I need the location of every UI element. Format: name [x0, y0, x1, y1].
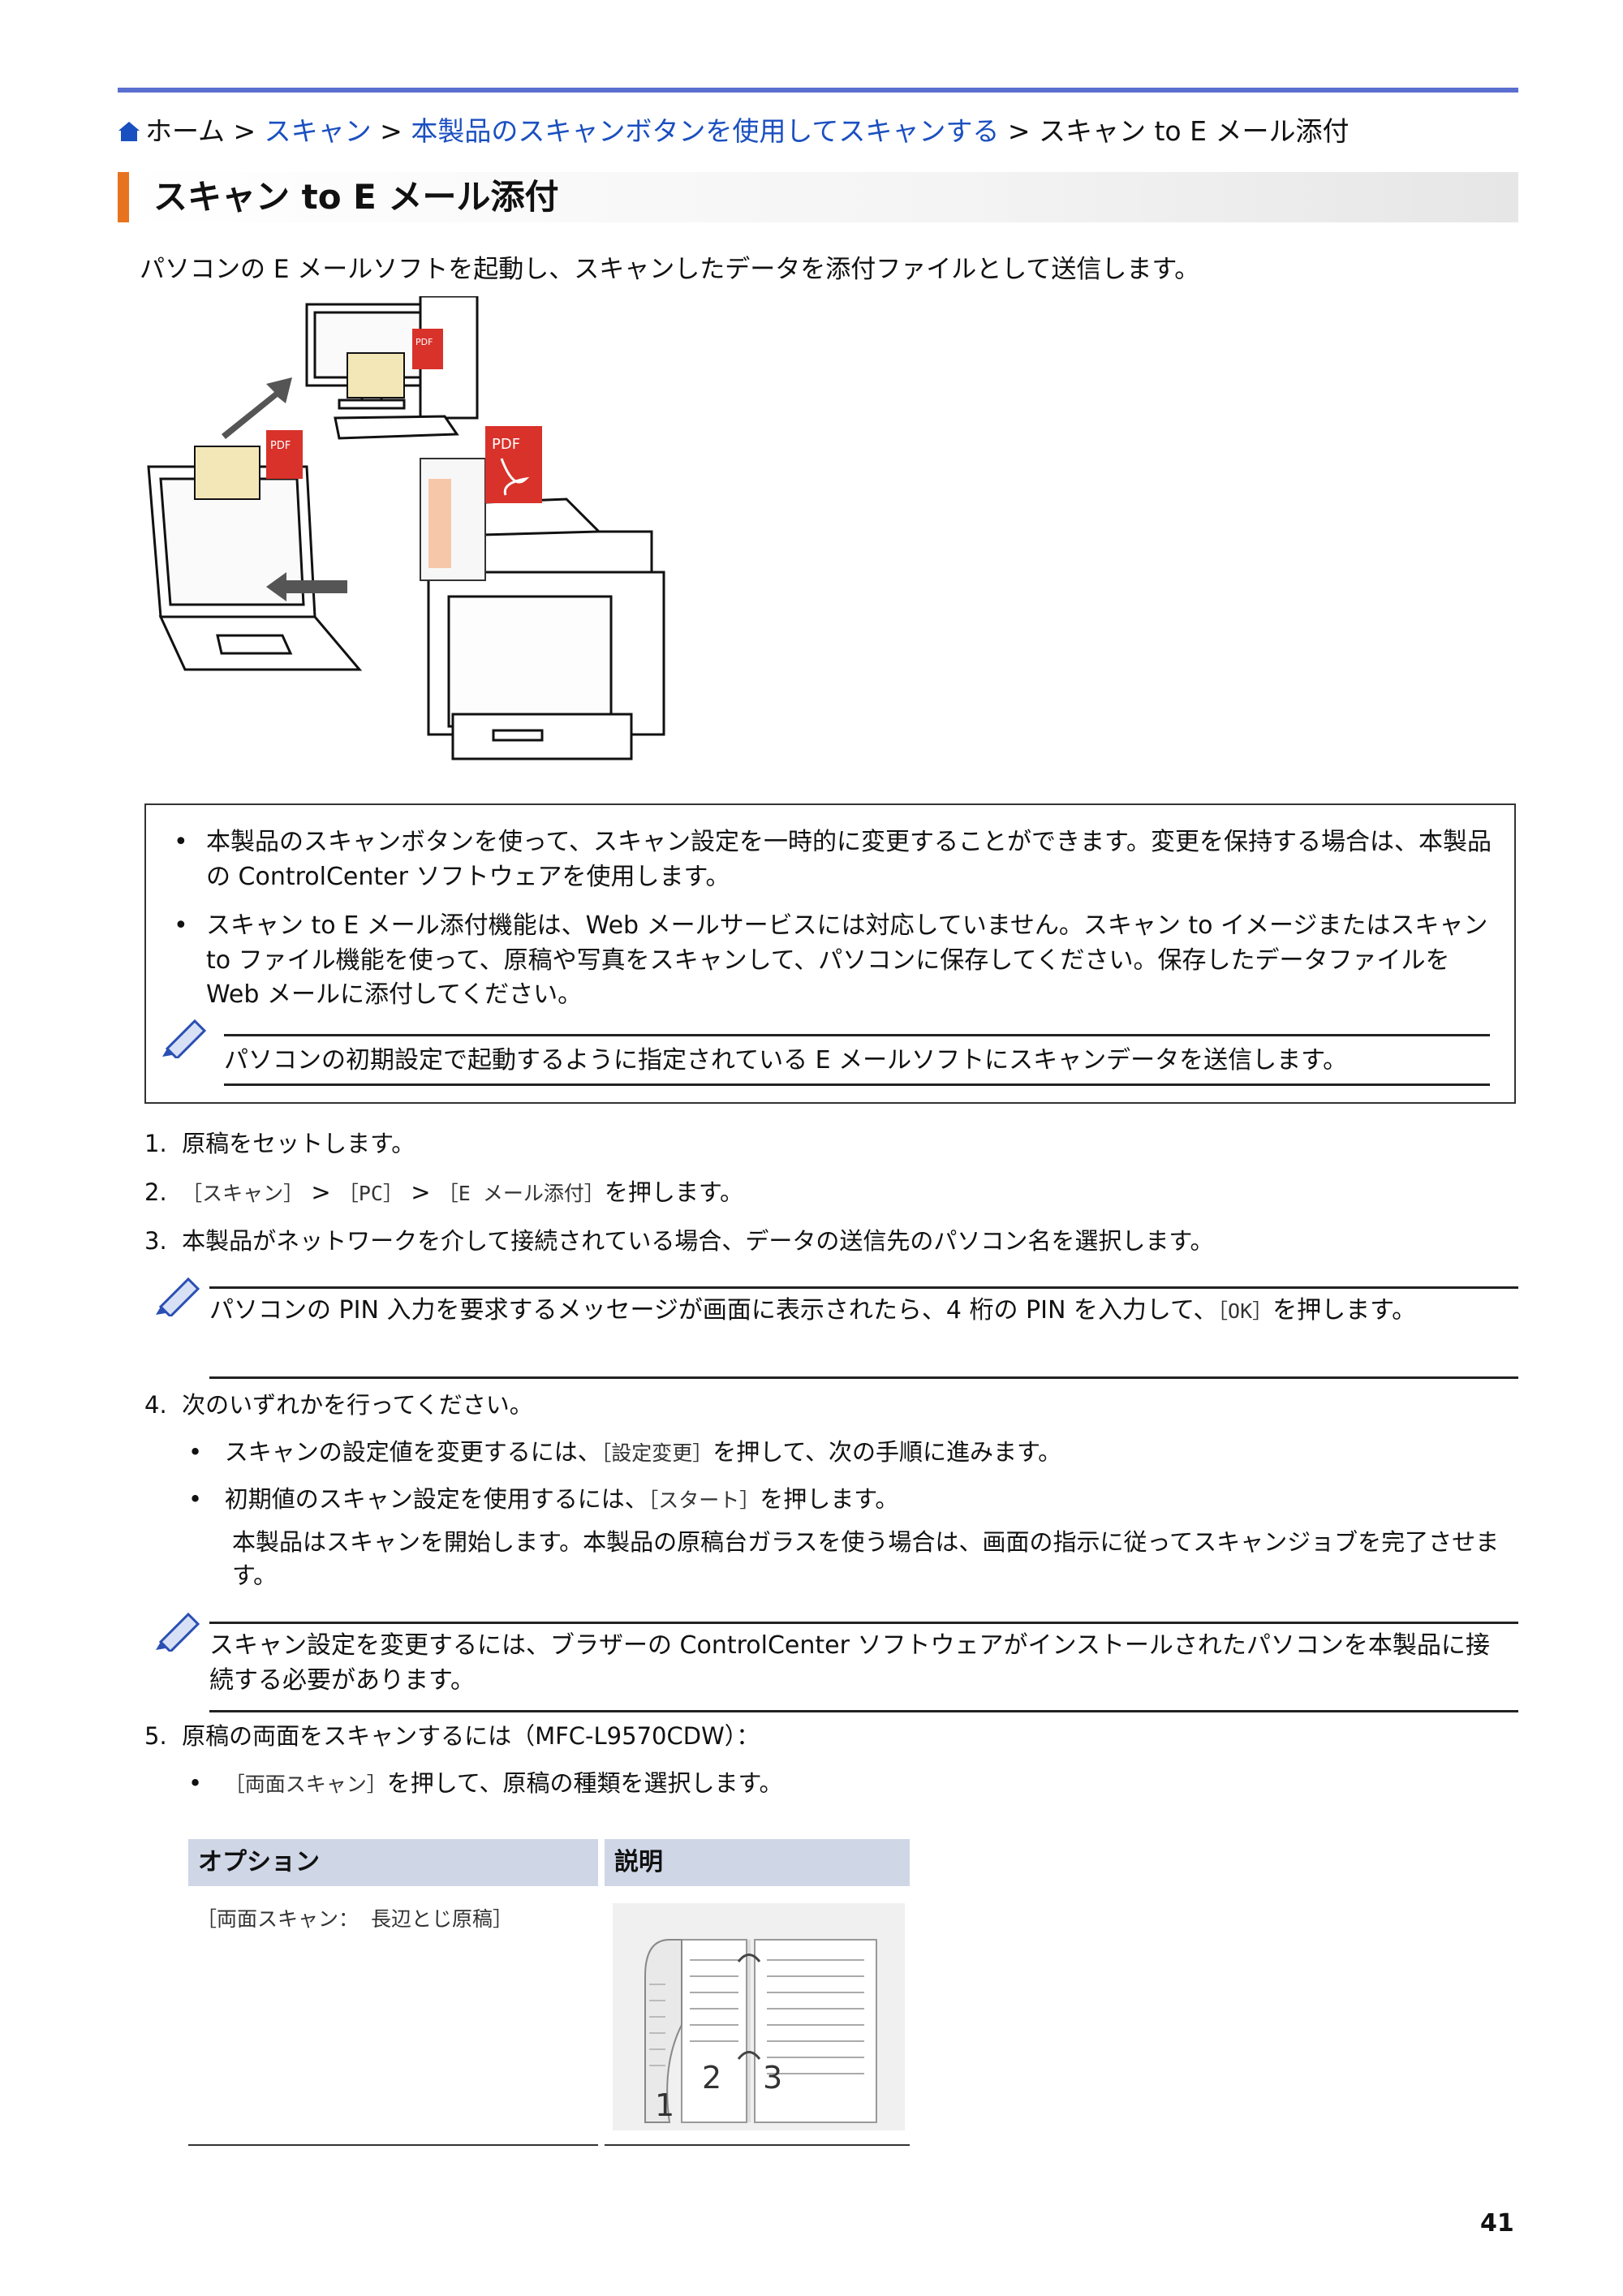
breadcrumb-scan-button-link[interactable]: 本製品のスキャンボタンを使用してスキャンする	[411, 115, 1000, 147]
pdf-label-medium: PDF	[270, 440, 291, 452]
home-icon[interactable]	[118, 121, 140, 142]
key-settings: ［設定変更］	[601, 1441, 713, 1465]
step-1: 1. 原稿をセットします。	[144, 1130, 415, 1157]
page-label-2: 2	[702, 2060, 721, 2096]
key-duplex-scan: ［両面スキャン］	[224, 1773, 387, 1796]
table-cell-option: ［両面スキャン： 長辺とじ原稿］	[196, 1907, 514, 1931]
breadcrumb-home[interactable]: ホーム	[145, 115, 226, 147]
step-4-option-2-detail: 本製品はスキャンを開始します。本製品の原稿台ガラスを使う場合は、画面の指示に従っ…	[232, 1528, 1500, 1590]
table-header-option: オプション	[188, 1839, 598, 1886]
memo-note: パソコンの初期設定で起動するように指定されている E メールソフトにスキャンデー…	[224, 1034, 1490, 1086]
long-edge-binding-diagram: 1 2 3	[613, 1903, 905, 2130]
table-rule-option	[188, 2144, 598, 2146]
breadcrumb-current: スキャン to E メール添付	[1039, 115, 1350, 147]
key-start: ［スタート］	[648, 1488, 760, 1512]
key-scan: ［スキャン］	[182, 1182, 304, 1205]
step-5-option-1: • ［両面スキャン］を押して、原稿の種類を選択します。	[188, 1769, 783, 1797]
breadcrumb-separator: >	[1007, 115, 1031, 147]
memo-pin: パソコンの PIN 入力を要求するメッセージが画面に表示されたら、4 桁の PI…	[209, 1286, 1518, 1379]
key-ok: ［OK］	[1217, 1299, 1273, 1323]
step-4-option-1: • スキャンの設定値を変更するには、［設定変更］を押して、次の手順に進みます。	[188, 1438, 1062, 1466]
notes-box: • 本製品のスキャンボタンを使って、スキャン設定を一時的に変更することができます…	[144, 803, 1516, 1104]
step-3: 3. 本製品がネットワークを介して接続されている場合、データの送信先のパソコン名…	[144, 1227, 1214, 1255]
top-rule	[118, 88, 1518, 93]
title-bar: スキャン to E メール添付	[118, 172, 1518, 222]
scan-to-email-illustration: PDF PDF PDF	[147, 296, 665, 760]
page-number: 41	[1480, 2209, 1514, 2238]
breadcrumb: ホーム > スキャン > 本製品のスキャンボタンを使用してスキャンする > スキ…	[118, 112, 1349, 151]
pencil-icon	[156, 1277, 200, 1316]
intro-text: パソコンの E メールソフトを起動し、スキャンしたデータを添付ファイルとして送信…	[140, 255, 1200, 284]
key-pc: ［PC］	[338, 1182, 403, 1205]
title-accent	[118, 172, 129, 222]
pencil-icon	[162, 1019, 207, 1058]
page-label-3: 3	[763, 2060, 782, 2096]
step-5: 5. 原稿の両面をスキャンするには（MFC-L9570CDW）：	[144, 1722, 760, 1750]
note-bullet-1: • 本製品のスキャンボタンを使って、スキャン設定を一時的に変更することができます…	[174, 828, 1492, 891]
step-2: 2. ［スキャン］ > ［PC］ > ［E メール添付］を押します。	[144, 1178, 743, 1206]
note-bullet-2: • スキャン to E メール添付機能は、Web メールサービスには対応していま…	[174, 911, 1488, 1010]
breadcrumb-separator: >	[380, 115, 403, 147]
key-email-attach: ［E メール添付］	[437, 1182, 605, 1205]
pdf-label-large: PDF	[492, 436, 520, 453]
memo-controlcenter: スキャン設定を変更するには、ブラザーの ControlCenter ソフトウェア…	[209, 1622, 1518, 1712]
table-rule-description	[605, 2144, 910, 2146]
step-4: 4. 次のいずれかを行ってください。	[144, 1391, 533, 1419]
pdf-label-small: PDF	[415, 337, 433, 347]
breadcrumb-separator: >	[233, 115, 256, 147]
page-label-1: 1	[655, 2087, 674, 2123]
table-header-description: 説明	[605, 1839, 910, 1886]
breadcrumb-scan-link[interactable]: スキャン	[264, 115, 372, 147]
step-4-option-2: • 初期値のスキャン設定を使用するには、［スタート］を押します。	[188, 1485, 899, 1513]
page-title: スキャン to E メール添付	[153, 177, 559, 217]
pencil-icon	[156, 1612, 200, 1652]
